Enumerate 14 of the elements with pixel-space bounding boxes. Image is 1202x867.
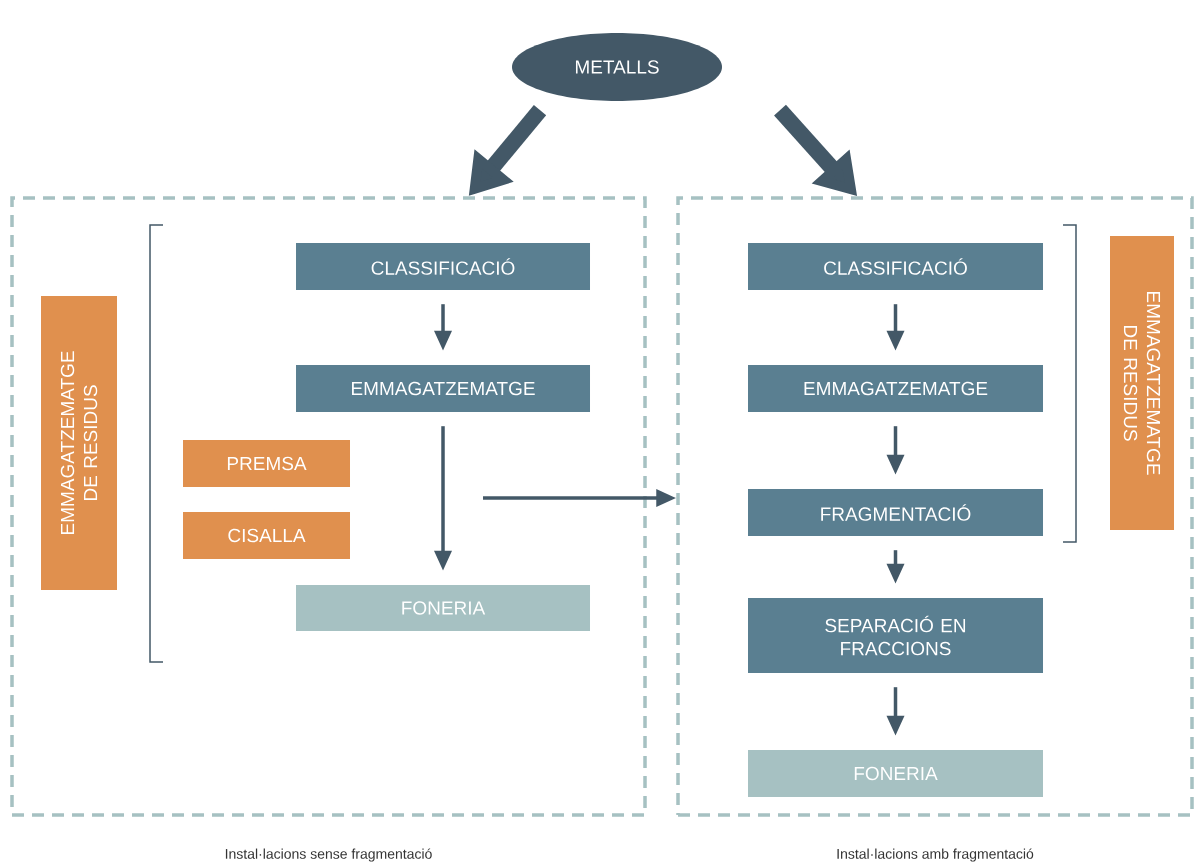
- process-box: FRAGMENTACIÓ: [748, 489, 1043, 536]
- output-box: FONERIA: [296, 585, 590, 631]
- frame-caption: Instal·lacions sense fragmentació: [225, 848, 432, 862]
- process-box: EMMAGATZEMATGE: [748, 365, 1043, 412]
- storage-band: EMMAGATZEMATGE DE RESIDUS: [41, 296, 117, 590]
- process-box: CLASSIFICACIÓ: [296, 243, 590, 290]
- frame-caption: Instal·lacions amb fragmentació: [837, 848, 1034, 862]
- output-box: FONERIA: [748, 750, 1043, 797]
- storage-band: EMMAGATZEMATGE DE RESIDUS: [1110, 236, 1174, 530]
- process-box: EMMAGATZEMATGE: [296, 365, 590, 412]
- equipment-box: CISALLA: [183, 512, 350, 559]
- process-box: SEPARACIÓ EN FRACCIONS: [748, 598, 1043, 673]
- process-box: CLASSIFICACIÓ: [748, 243, 1043, 290]
- equipment-box: PREMSA: [183, 440, 350, 487]
